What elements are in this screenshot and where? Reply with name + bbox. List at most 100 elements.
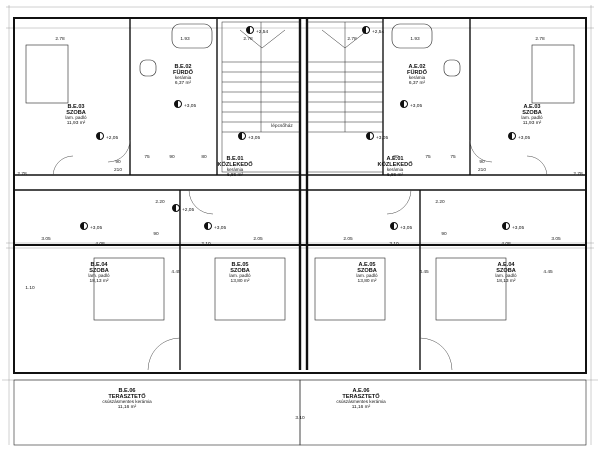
door-swings <box>52 139 548 371</box>
room-label: B.E.04 SZOBA lam. padló 18,13 m² <box>88 262 109 284</box>
room-area: 18,13 m² <box>89 279 109 285</box>
dimension-label: 1.93 <box>410 37 420 42</box>
room-area: 11,93 m² <box>522 121 542 127</box>
dimension-label: 2.78 <box>573 172 583 177</box>
room-code: B.E.02 <box>174 64 192 70</box>
room-code: B.E.03 <box>67 104 85 110</box>
dimension-label: 2.10 <box>201 242 211 247</box>
room-area: 11,93 m² <box>66 121 86 127</box>
level-marker: +3,05 <box>400 100 422 109</box>
room-code: B.E.05 <box>231 262 249 268</box>
room-label: A.E.04 SZOBA lam. padló 18,13 m² <box>495 262 516 284</box>
stair-label: lépcsőház <box>271 124 293 129</box>
dimension-label: 2.78 <box>535 37 545 42</box>
dimension-label: 2.78 <box>55 37 65 42</box>
staircase <box>221 21 384 173</box>
furniture <box>13 23 587 446</box>
level-marker: +3,05 <box>390 222 412 231</box>
room-code: B.E.04 <box>90 262 108 268</box>
room-code: B.E.01 <box>226 156 244 162</box>
door-tag: 90 <box>441 232 447 237</box>
room-code: A.E.02 <box>408 64 426 70</box>
level-marker: +3,05 <box>238 132 260 141</box>
room-area: 6,37 m² <box>174 81 192 87</box>
room-floor: kerámia <box>408 75 426 81</box>
room-floor: lam. padló <box>495 273 517 279</box>
room-label: A.E.03 SZOBA lam. padló 11,93 m² <box>521 104 542 126</box>
room-label: B.E.06 TERASZTETŐ csúszásmentes kerámia … <box>102 388 151 410</box>
room-label: A.E.02 FÜRDŐ kerámia 6,37 m² <box>407 64 427 86</box>
room-label: A.E.06 TERASZTETŐ csúszásmentes kerámia … <box>336 388 385 410</box>
door-tag: 75 <box>425 155 431 160</box>
room-label: A.E.01 KÖZLEKEDŐ kerámia 6,86 m² <box>377 156 412 178</box>
room-code: A.E.01 <box>386 156 404 162</box>
room-label: B.E.05 SZOBA lam. padló 13,80 m² <box>229 262 250 284</box>
room-floor: lam. padló <box>521 115 543 121</box>
dimension-label: 4.08 <box>95 242 105 247</box>
dimension-label: 2.78 <box>243 37 253 42</box>
room-name: FÜRDŐ <box>407 70 427 77</box>
room-name: KÖZLEKEDŐ <box>217 162 253 169</box>
dimension-label: 2.20 <box>155 200 165 205</box>
door-tag: 90 <box>479 160 485 165</box>
room-floor: lam. padló <box>229 273 251 279</box>
door-tag: 80 <box>201 155 207 160</box>
level-marker: +3,05 <box>204 222 226 231</box>
room-name: SZOBA <box>522 110 542 117</box>
level-marker: +3,05 <box>508 132 530 141</box>
dimension-label: 2.78 <box>347 37 357 42</box>
level-marker: +3,05 <box>174 100 196 109</box>
room-area: 11,16 m² <box>117 405 137 411</box>
room-code: A.E.04 <box>497 262 515 268</box>
room-code: A.E.05 <box>358 262 376 268</box>
dimension-label: 2.78 <box>17 172 27 177</box>
level-marker: +2,05 <box>172 204 194 213</box>
room-label: B.E.01 KÖZLEKEDŐ kerámia 6,86 m² <box>217 156 252 178</box>
door-tag: 210 <box>477 168 487 173</box>
door-tag: 80 <box>393 155 399 160</box>
level-marker: +3,05 <box>366 132 388 141</box>
dimension-label: 4.08 <box>501 242 511 247</box>
room-code: B.E.06 <box>118 388 136 394</box>
room-area: 6,37 m² <box>408 81 426 87</box>
door-tag: 210 <box>113 168 123 173</box>
room-label: B.E.03 SZOBA lam. padló 11,93 m² <box>65 104 86 126</box>
room-name: KÖZLEKEDŐ <box>377 162 413 169</box>
room-floor: kerámia <box>174 75 192 81</box>
room-area: 13,80 m² <box>230 279 250 285</box>
dimension-label: 3.05 <box>551 237 561 242</box>
level-marker: +2,05 <box>96 132 118 141</box>
room-name: SZOBA <box>230 268 250 275</box>
room-floor: kerámia <box>226 167 244 173</box>
room-floor: lam. padló <box>356 273 378 279</box>
room-name: SZOBA <box>496 268 516 275</box>
door-tag: 90 <box>169 155 175 160</box>
dimension-label: 3.10 <box>295 416 305 421</box>
level-marker: +2,54 <box>362 26 384 35</box>
door-tag: 75 <box>450 155 456 160</box>
room-floor: csúszásmentes kerámia <box>102 399 152 405</box>
walls <box>13 17 587 374</box>
room-floor: kerámia <box>386 167 404 173</box>
room-floor: lam. padló <box>65 115 87 121</box>
dimension-label: 4.45 <box>171 270 181 275</box>
dimension-label: 3.10 <box>389 242 399 247</box>
room-name: SZOBA <box>357 268 377 275</box>
dimension-label: 2.20 <box>435 200 445 205</box>
room-area: 6,86 m² <box>386 173 404 179</box>
room-area: 6,86 m² <box>226 173 244 179</box>
room-name: FÜRDŐ <box>173 70 193 77</box>
room-name: SZOBA <box>66 110 86 117</box>
dimension-label: 2.05 <box>253 237 263 242</box>
room-label: B.E.02 FÜRDŐ kerámia 6,37 m² <box>173 64 193 86</box>
dimension-label: 4.45 <box>419 270 429 275</box>
dimension-label: 2.05 <box>343 237 353 242</box>
level-marker: +3,05 <box>80 222 102 231</box>
door-tag: 90 <box>153 232 159 237</box>
room-area: 13,80 m² <box>357 279 377 285</box>
room-area: 18,13 m² <box>496 279 516 285</box>
room-floor: lam. padló <box>88 273 110 279</box>
dimension-label: 1.93 <box>180 37 190 42</box>
room-name: TERASZTETŐ <box>108 394 146 401</box>
